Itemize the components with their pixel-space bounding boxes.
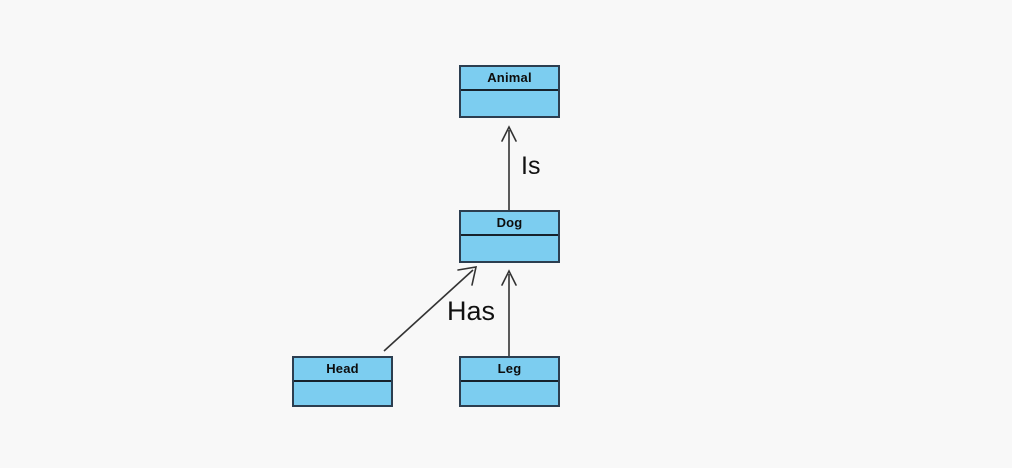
edge-label-is: Is <box>521 152 541 180</box>
node-head[interactable]: Head <box>292 356 393 407</box>
node-animal-body <box>461 91 558 116</box>
node-dog-body <box>461 236 558 261</box>
arrow-leg-to-dog <box>501 269 517 356</box>
node-leg-body <box>461 382 558 405</box>
node-animal-title: Animal <box>461 67 558 91</box>
node-head-title: Head <box>294 358 391 382</box>
node-animal[interactable]: Animal <box>459 65 560 118</box>
edge-label-has: Has <box>447 296 496 326</box>
node-dog-title: Dog <box>461 212 558 236</box>
node-head-body <box>294 382 391 405</box>
node-leg[interactable]: Leg <box>459 356 560 407</box>
node-leg-title: Leg <box>461 358 558 382</box>
node-dog[interactable]: Dog <box>459 210 560 263</box>
arrow-dog-to-animal <box>501 125 517 210</box>
